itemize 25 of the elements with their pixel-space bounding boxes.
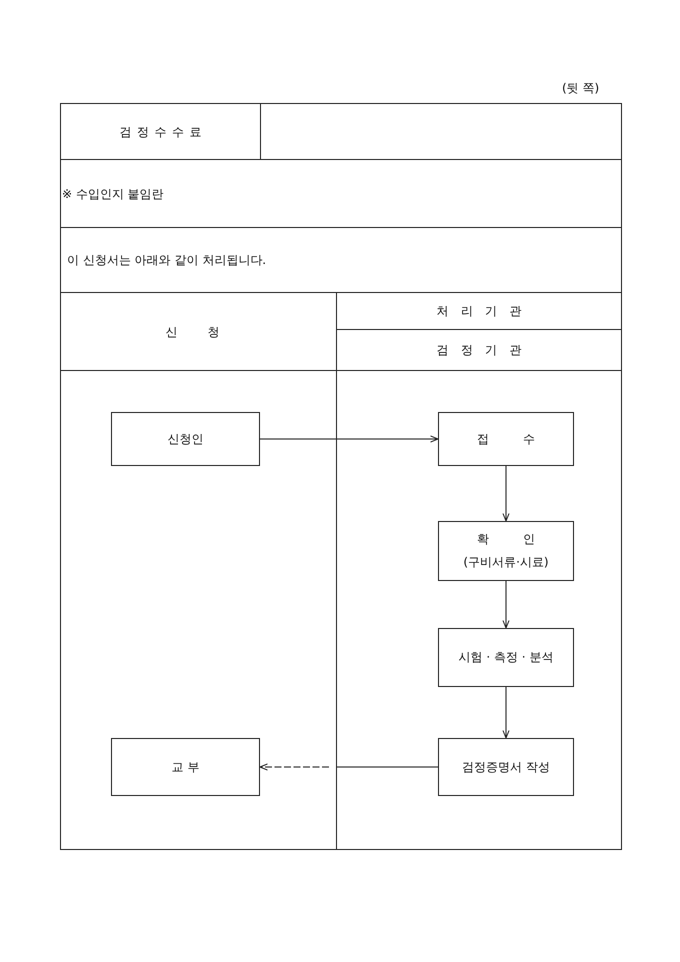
arrow [260, 436, 438, 442]
column-header: 검 정 기 관 [436, 342, 522, 359]
step-label: 검정증명서 작성 [462, 760, 550, 774]
process-box [438, 738, 574, 796]
dashed-arrow [260, 764, 438, 770]
process-box [438, 521, 574, 581]
note-text: ※ 수입인지 붙임란 [62, 186, 164, 202]
process-box [438, 628, 574, 687]
step-label: 접 수 [477, 432, 535, 446]
field-label: 검 정 수 수 료 [120, 124, 202, 140]
arrow [502, 580, 510, 628]
column-header: 처 리 기 관 [436, 303, 522, 320]
step-note: (구비서류·시료) [463, 555, 549, 570]
column-header: 신 청 [166, 324, 220, 340]
arrow [502, 466, 510, 522]
process-box [111, 412, 260, 466]
step-label: 신청인 [168, 432, 204, 446]
page-side-note: (뒷 쪽) [562, 80, 600, 97]
process-box [111, 738, 260, 796]
step-label: 확 인 [477, 532, 535, 547]
arrow [502, 686, 510, 738]
step-label: 교 부 [172, 760, 200, 774]
step-label: 시험 · 측정 · 분석 [458, 650, 554, 665]
process-box [438, 412, 574, 466]
instruction-text: 이 신청서는 아래와 같이 처리됩니다. [67, 252, 266, 269]
